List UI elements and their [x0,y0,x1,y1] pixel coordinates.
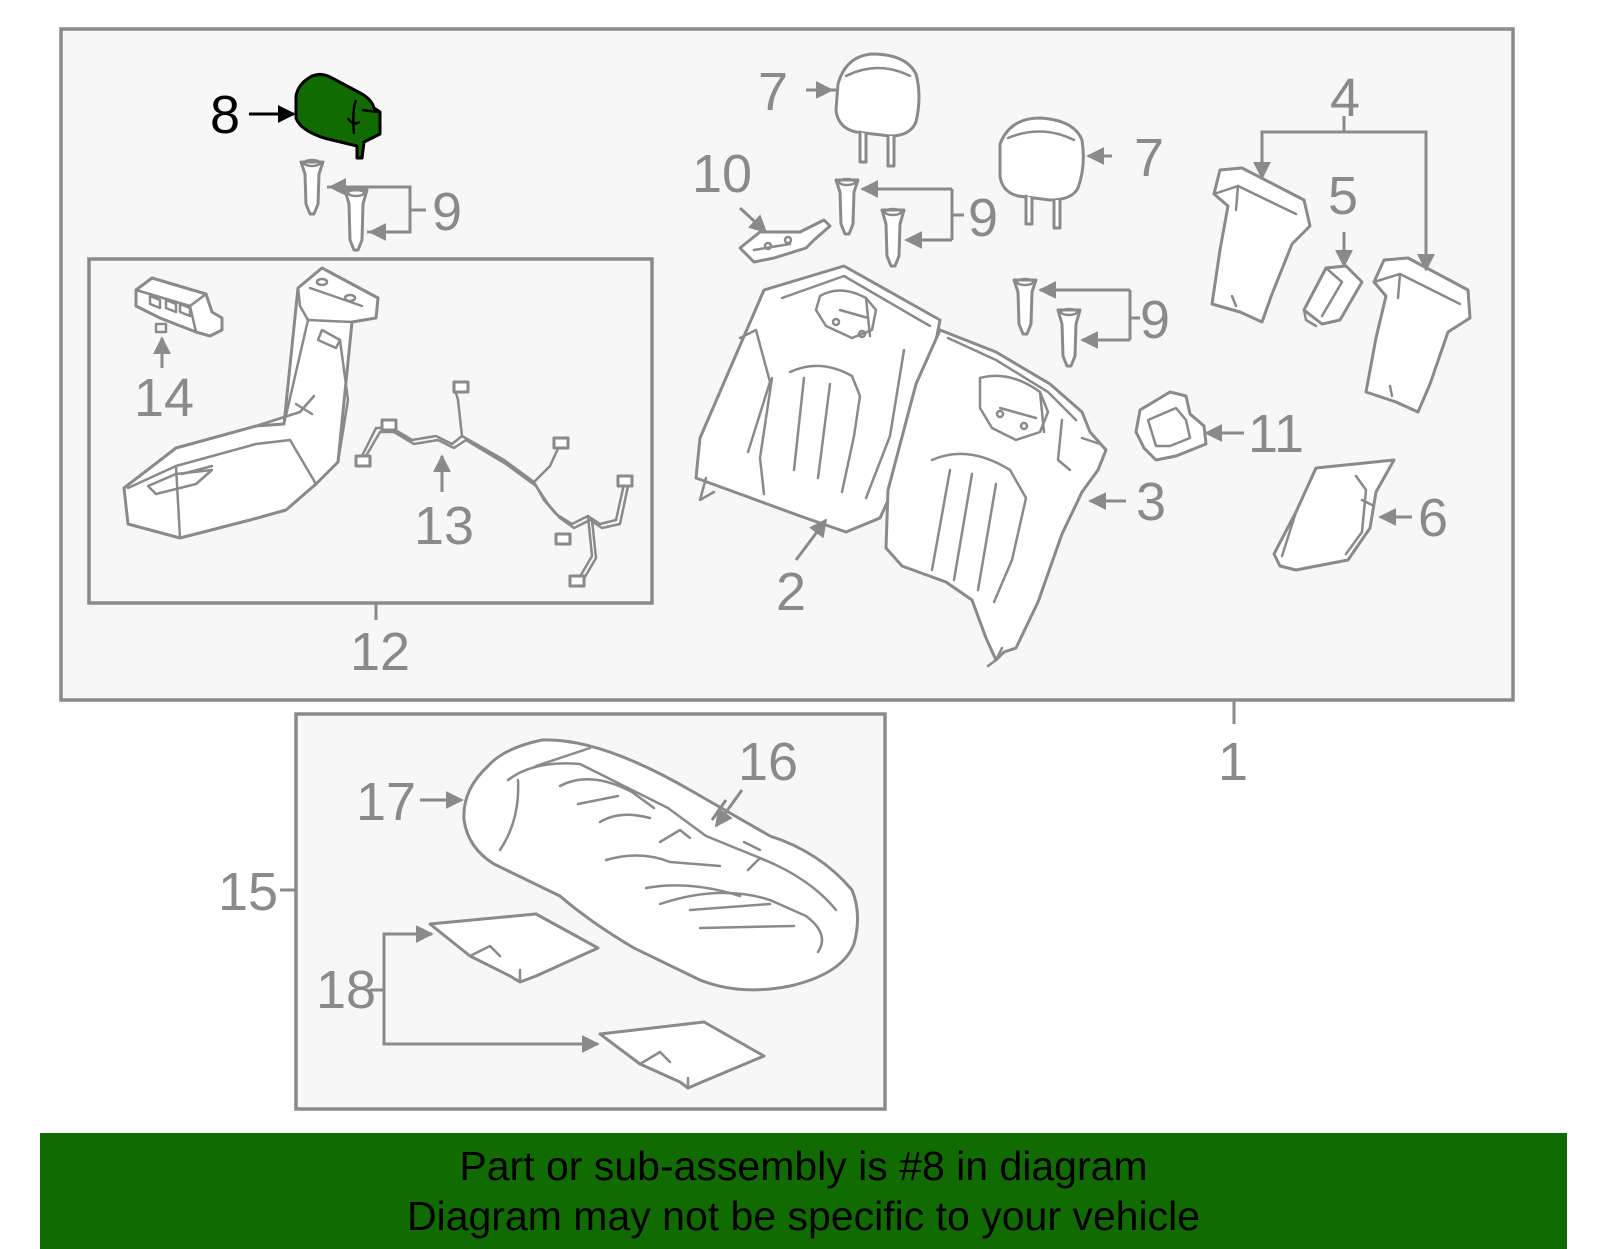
callout-6: 6 [1418,488,1448,548]
banner-line-disclaimer: Diagram may not be specific to your vehi… [406,1193,1200,1239]
wire-harness-13 [354,380,634,588]
callout-9-left: 9 [432,182,462,242]
bolster-4-left [1210,166,1312,324]
callout-8[interactable]: 8 [210,85,240,145]
bracket-10 [738,218,832,264]
callout-18: 18 [316,960,376,1020]
info-banner: Part or sub-assembly is #8 in diagram Di… [40,1133,1567,1249]
callout-10: 10 [692,144,752,204]
armrest-12 [122,266,380,540]
part-8-shape [294,73,382,160]
callout-4: 4 [1330,68,1360,128]
headrest-7-right [998,116,1085,230]
guide-9-left-a [299,158,325,216]
callout-7-center: 7 [758,62,788,122]
callout-16: 16 [738,732,798,792]
callout-1: 1 [1218,732,1248,792]
trim-11 [1134,390,1208,462]
callout-12: 12 [350,622,410,682]
guide-9-right-a [1012,277,1038,336]
guide-9-left-b [343,188,369,252]
callout-17: 17 [356,772,416,832]
seatback-frame-3 [884,328,1108,668]
switch-14 [134,276,224,338]
callout-14: 14 [134,368,194,428]
callout-11: 11 [1248,404,1304,464]
guide-9-center-a [834,177,860,236]
callout-13: 13 [414,496,474,556]
headrest-7-center [834,52,921,168]
guide-9-center-b [880,207,906,268]
pad-18-upper [428,912,600,984]
pad-18-lower [598,1020,766,1090]
part-8-highlighted[interactable] [294,73,382,160]
callout-2: 2 [776,562,806,622]
guide-9-right-b [1056,307,1082,368]
callout-5: 5 [1328,166,1358,226]
leader-10 [738,206,768,234]
callout-15: 15 [218,862,278,922]
banner-line-part: Part or sub-assembly is #8 in diagram [459,1143,1148,1189]
leader-2 [794,518,828,561]
cover-6 [1272,458,1396,572]
callout-3: 3 [1136,472,1166,532]
bolster-4-right [1364,256,1472,414]
callout-9-right: 9 [1140,290,1170,350]
callout-7-right: 7 [1134,128,1164,188]
callout-9-center: 9 [968,188,998,248]
seat-cushion-16 [462,738,859,992]
seatback-frame-2 [694,264,942,534]
